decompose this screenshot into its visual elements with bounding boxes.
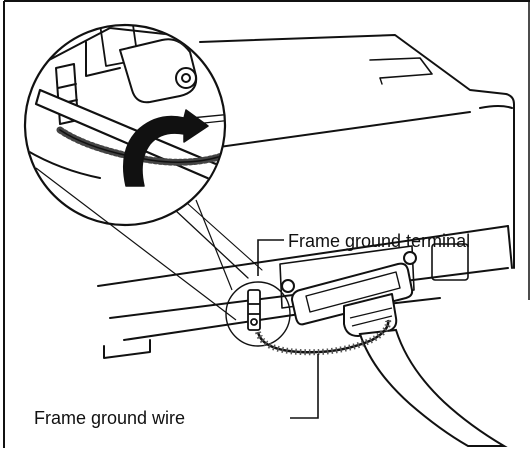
parallel-connector: [281, 251, 417, 337]
printer-cable: [358, 328, 508, 447]
magnified-detail: [23, 23, 227, 227]
figure-border: [3, 0, 530, 448]
callout-terminal: [257, 239, 284, 276]
frame-ground-wire: [255, 319, 392, 356]
frame-ground-terminal-label: Frame ground terminal: [288, 231, 470, 251]
rotation-arrow-icon: [123, 109, 209, 187]
callout-wire: [290, 354, 319, 419]
detail-circle-small: [225, 281, 291, 347]
frame-ground-wire-label: Frame ground wire: [34, 408, 185, 428]
magnification-leaders: [35, 167, 237, 321]
frame-ground-terminal: [247, 289, 261, 331]
